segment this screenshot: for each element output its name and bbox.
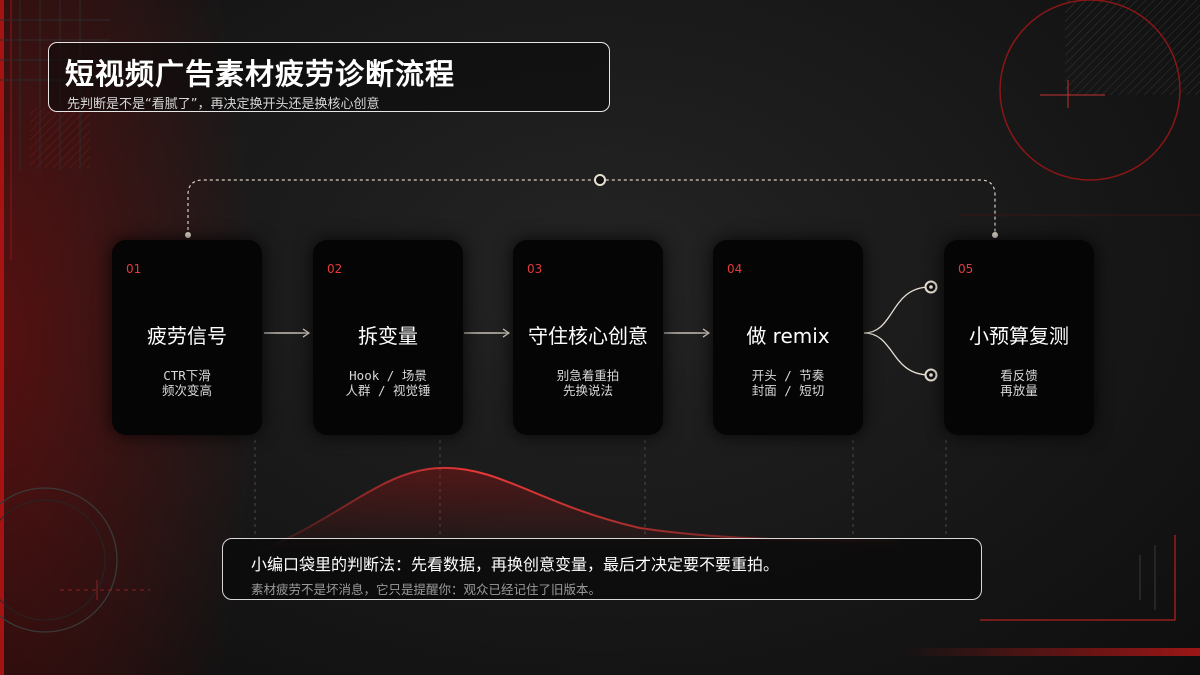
- step-description: CTR下滑 频次变高: [161, 368, 212, 398]
- step-number: 02: [327, 262, 343, 276]
- step-number: 03: [527, 262, 543, 276]
- step-number: 05: [958, 262, 974, 276]
- step-description: Hook / 场景 人群 / 视觉锤: [345, 368, 431, 398]
- step-title: 拆变量: [358, 323, 418, 348]
- step-number: 01: [126, 262, 142, 276]
- step-description: 别急着重拍 先换说法: [556, 368, 620, 398]
- step-card-4: 04 做 remix 开头 / 节奏 封面 / 短切: [713, 240, 863, 435]
- page-subtitle: 先判断是不是“看腻了”，再决定换开头还是换核心创意: [67, 97, 380, 112]
- step-title: 做 remix: [746, 323, 830, 348]
- title-box: 短视频广告素材疲劳诊断流程 先判断是不是“看腻了”，再决定换开头还是换核心创意: [48, 42, 610, 112]
- footer-sub-text: 素材疲劳不是坏消息，它只是提醒你：观众已经记住了旧版本。: [251, 582, 602, 597]
- page-title: 短视频广告素材疲劳诊断流程: [65, 57, 456, 91]
- footer-main-text: 小编口袋里的判断法：先看数据，再换创意变量，最后才决定要不要重拍。: [251, 555, 780, 574]
- step-title: 守住核心创意: [528, 323, 648, 348]
- step-title: 小预算复测: [969, 323, 1069, 348]
- step-card-5: 05 小预算复测 看反馈 再放量: [944, 240, 1094, 435]
- step-description: 开头 / 节奏 封面 / 短切: [751, 368, 825, 398]
- step-description: 看反馈 再放量: [1000, 368, 1038, 398]
- step-number: 04: [727, 262, 743, 276]
- step-card-2: 02 拆变量 Hook / 场景 人群 / 视觉锤: [313, 240, 463, 435]
- step-card-1: 01 疲劳信号 CTR下滑 频次变高: [112, 240, 262, 435]
- step-card-3: 03 守住核心创意 别急着重拍 先换说法: [513, 240, 663, 435]
- step-title: 疲劳信号: [147, 323, 227, 348]
- footer-note-box: 小编口袋里的判断法：先看数据，再换创意变量，最后才决定要不要重拍。 素材疲劳不是…: [222, 538, 982, 600]
